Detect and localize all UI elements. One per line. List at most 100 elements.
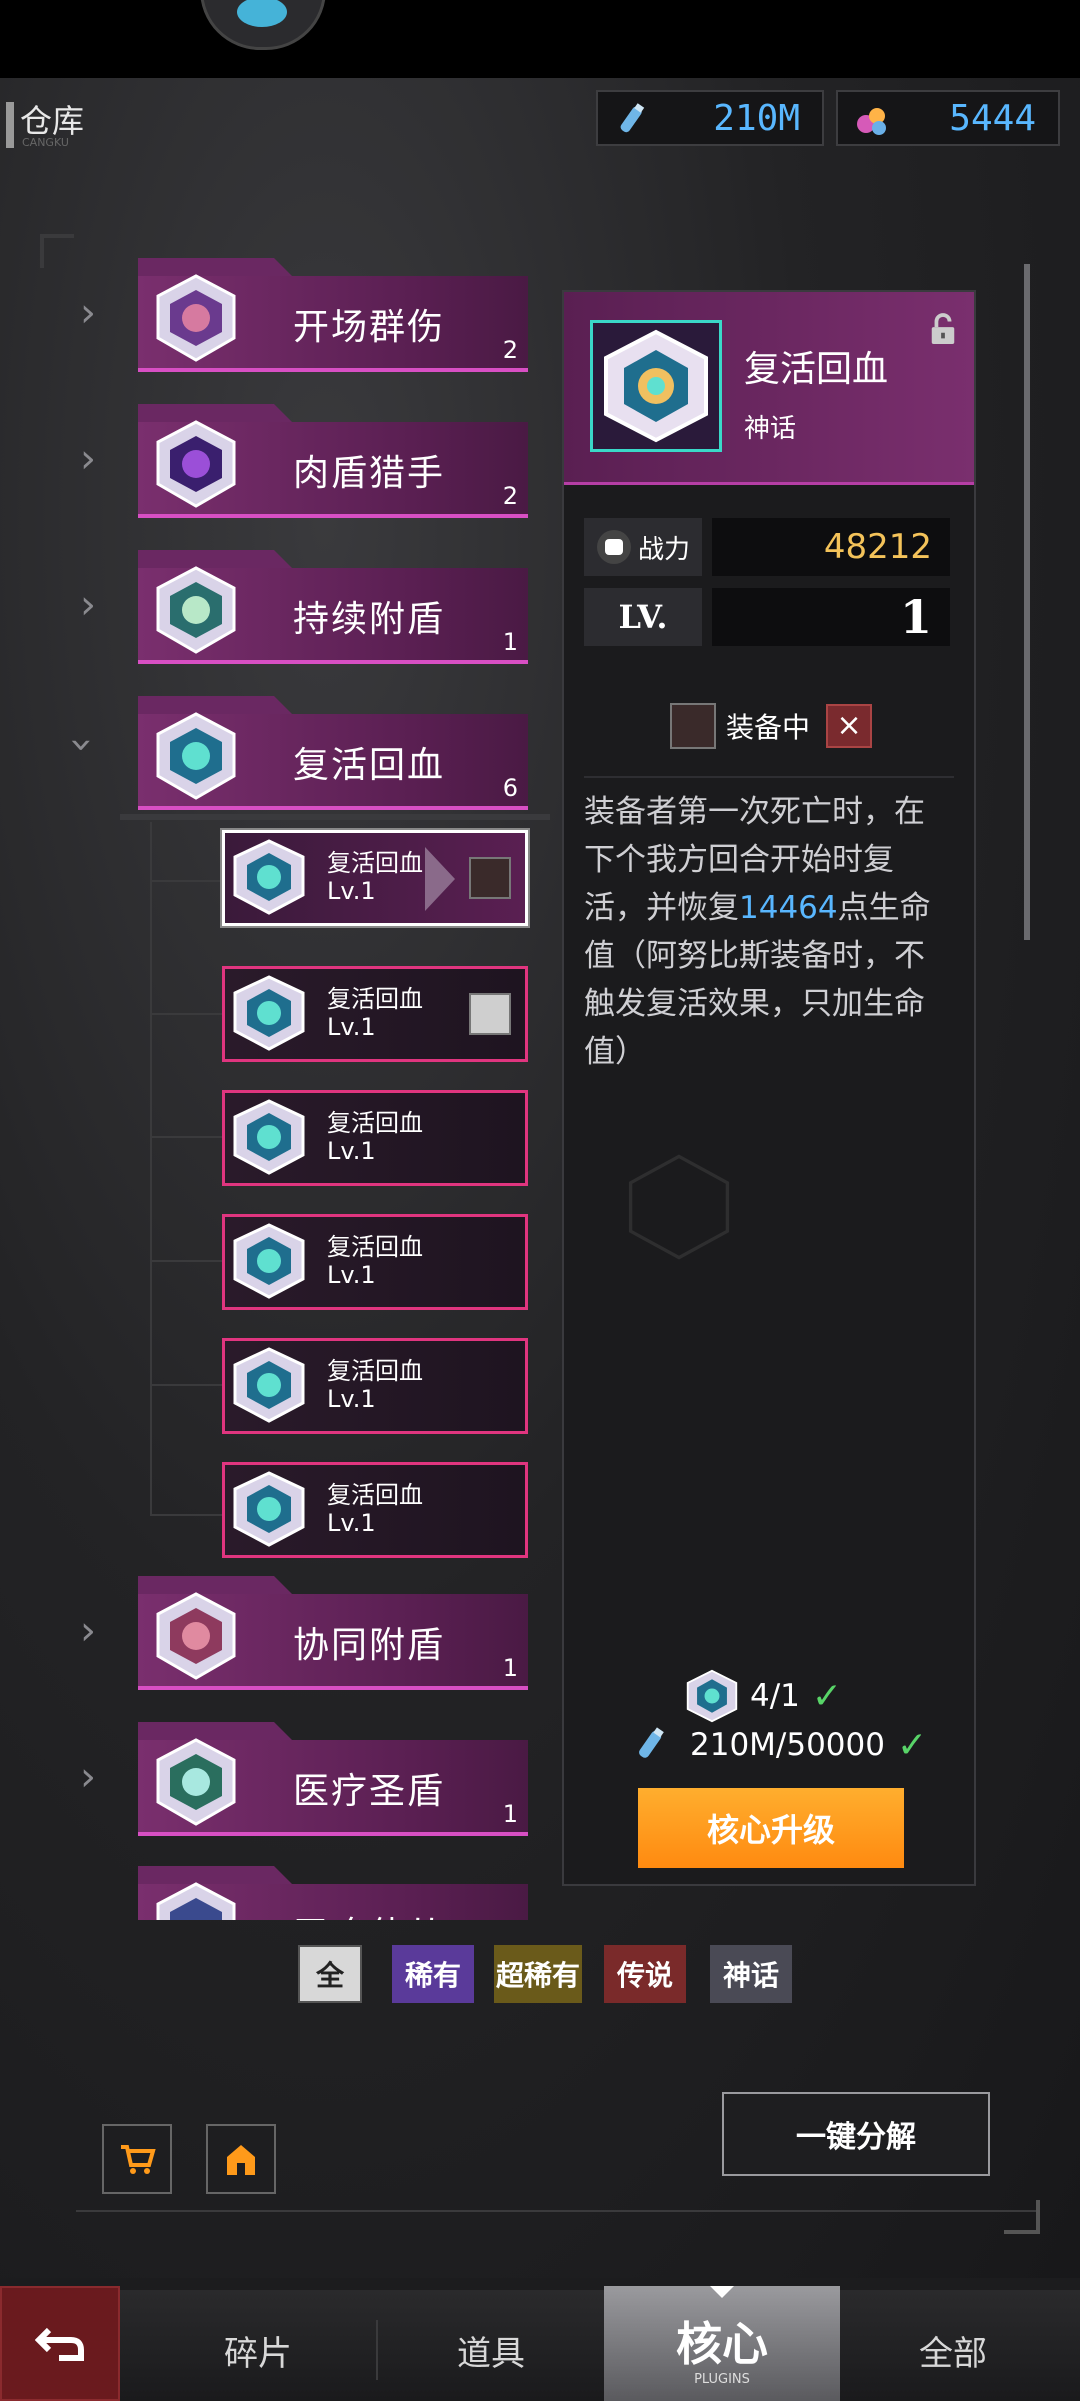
tab-plugins-sub: PLUGINS xyxy=(694,2372,750,2387)
fist-icon xyxy=(596,530,631,564)
core-item[interactable]: 复活回血 Lv.1 xyxy=(222,1462,528,1558)
tab-all[interactable]: 全部 xyxy=(840,2300,1066,2401)
core-item[interactable]: 复活回血 Lv.1 xyxy=(222,1338,528,1434)
detail-medal-frame xyxy=(590,320,722,452)
filter-super-rare[interactable]: 超稀有 xyxy=(494,1945,582,2003)
lock-open-icon[interactable] xyxy=(928,312,958,346)
core-item[interactable]: 复活回血 Lv.1 xyxy=(222,1214,528,1310)
req-row-2: 210M/50000 ✓ xyxy=(630,1724,927,1766)
desc-highlight: 14464 xyxy=(739,890,838,926)
tab-fragments[interactable]: 碎片 xyxy=(140,2300,376,2401)
shop-button[interactable] xyxy=(102,2124,172,2194)
filter-legendary[interactable]: 传说 xyxy=(604,1945,686,2003)
dismantle-all-button[interactable]: 一键分解 xyxy=(722,2092,990,2176)
chevron-right-icon[interactable]: › xyxy=(80,1608,96,1654)
medal-icon xyxy=(604,329,708,443)
power-label-box: 战力 xyxy=(584,518,702,576)
category-row-partial[interactable]: 召唤使从 xyxy=(138,1866,528,1920)
avatar-peek xyxy=(200,0,326,50)
tree-branch xyxy=(150,880,222,882)
category-row[interactable]: 协同附盾 1 xyxy=(138,1576,528,1690)
chevron-down-icon[interactable]: › xyxy=(59,737,105,753)
medal-icon xyxy=(233,975,305,1051)
chevron-right-icon[interactable]: › xyxy=(80,582,96,628)
core-item[interactable]: 复活回血 Lv.1 xyxy=(222,966,528,1062)
resource-bottles-value: 210M xyxy=(713,97,800,139)
expand-divider xyxy=(120,814,550,820)
category-name: 召唤使从 xyxy=(293,1906,445,1920)
category-row[interactable]: 开场群伤 2 xyxy=(138,258,528,372)
desc-text: 装备者第一次死亡时，在下个我方回合开始时复活，并恢复 xyxy=(584,794,925,926)
core-item-selected[interactable]: 复活回血 Lv.1 xyxy=(220,828,530,928)
category-row-expanded[interactable]: 复活回血 6 xyxy=(138,696,528,810)
item-name: 复活回血 xyxy=(327,1109,423,1137)
medal-icon xyxy=(156,566,236,654)
item-name: 复活回血 xyxy=(327,1481,423,1509)
filter-rare[interactable]: 稀有 xyxy=(392,1945,474,2003)
category-count: 2 xyxy=(502,336,518,364)
category-count: 6 xyxy=(502,774,518,802)
category-row[interactable]: 持续附盾 1 xyxy=(138,550,528,664)
status-bar xyxy=(0,0,1080,78)
page-title: 仓库 xyxy=(20,102,85,140)
core-item[interactable]: 复活回血 Lv.1 xyxy=(222,1090,528,1186)
building-icon xyxy=(227,2145,255,2175)
frame-corner-br-h xyxy=(1004,2230,1040,2234)
item-level: Lv.1 xyxy=(327,1137,376,1165)
item-level: Lv.1 xyxy=(327,877,376,905)
filter-rare-label: 稀有 xyxy=(404,1959,461,1992)
back-button[interactable] xyxy=(0,2286,120,2401)
medal-icon xyxy=(686,1669,738,1723)
item-name: 复活回血 xyxy=(327,849,423,877)
base-button[interactable] xyxy=(206,2124,276,2194)
upgrade-button[interactable]: 核心升级 xyxy=(638,1788,904,1868)
chevron-right-icon[interactable]: › xyxy=(80,436,96,482)
category-name: 持续附盾 xyxy=(293,599,446,640)
equipped-row: 装备中 × xyxy=(670,700,873,752)
dismantle-all-label: 一键分解 xyxy=(796,2120,916,2155)
tree-line xyxy=(150,822,152,1516)
resource-gems-value: 5444 xyxy=(949,97,1036,139)
tab-all-label: 全部 xyxy=(919,2334,987,2374)
category-name: 协同附盾 xyxy=(293,1625,446,1666)
unequip-button[interactable]: × xyxy=(826,704,873,748)
scrollbar[interactable] xyxy=(1024,264,1030,940)
upgrade-label: 核心升级 xyxy=(706,1811,835,1849)
medal-icon xyxy=(233,1099,305,1175)
filter-all[interactable]: 全 xyxy=(298,1945,362,2003)
detail-panel: 复活回血 神话 战力 48212 LV. 1 装备中 × 装备者第一次死亡时，在… xyxy=(562,290,976,1886)
detail-name: 复活回血 xyxy=(744,349,889,390)
category-row[interactable]: 医疗圣盾 1 xyxy=(138,1722,528,1836)
divider xyxy=(584,776,954,778)
detail-header: 复活回血 神话 xyxy=(564,292,974,485)
category-row[interactable]: 肉盾猎手 2 xyxy=(138,404,528,518)
page-title-sub: CANGKU xyxy=(22,136,69,149)
chevron-right-icon[interactable]: › xyxy=(80,290,96,336)
bottle-icon xyxy=(620,103,645,133)
tab-items-label: 道具 xyxy=(457,2334,525,2374)
desc-text-tail: 点生命值（阿努比斯装备时，不触发复活效果，只加生命值） xyxy=(584,890,931,1070)
equipped-hero-avatar xyxy=(469,993,511,1035)
power-label: 战力 xyxy=(637,534,690,565)
medal-icon xyxy=(233,839,305,915)
close-icon: × xyxy=(836,708,862,743)
power-value-box: 48212 xyxy=(712,518,950,576)
filter-mythic[interactable]: 神话 xyxy=(710,1945,792,2003)
equipped-hero-avatar xyxy=(469,857,511,899)
tab-items[interactable]: 道具 xyxy=(378,2300,604,2401)
bottom-nav xyxy=(0,2290,1080,2401)
bottom-rule xyxy=(76,2210,1036,2212)
category-count: 2 xyxy=(502,482,518,510)
chevron-right-icon[interactable]: › xyxy=(80,1754,96,1800)
medal-icon xyxy=(156,1882,236,1920)
req-row-1: 4/1 ✓ xyxy=(684,1668,842,1724)
frame-corner-tl-v xyxy=(40,234,44,268)
detail-rarity: 神话 xyxy=(744,414,797,444)
tree-branch xyxy=(150,1260,222,1262)
medal-icon xyxy=(233,1223,305,1299)
tab-plugins-label: 核心 xyxy=(676,2317,768,2371)
req-cores: 4/1 xyxy=(750,1678,800,1714)
tab-plugins[interactable]: 核心 PLUGINS xyxy=(604,2286,840,2401)
medal-icon xyxy=(233,1347,305,1423)
medal-icon xyxy=(156,712,236,800)
